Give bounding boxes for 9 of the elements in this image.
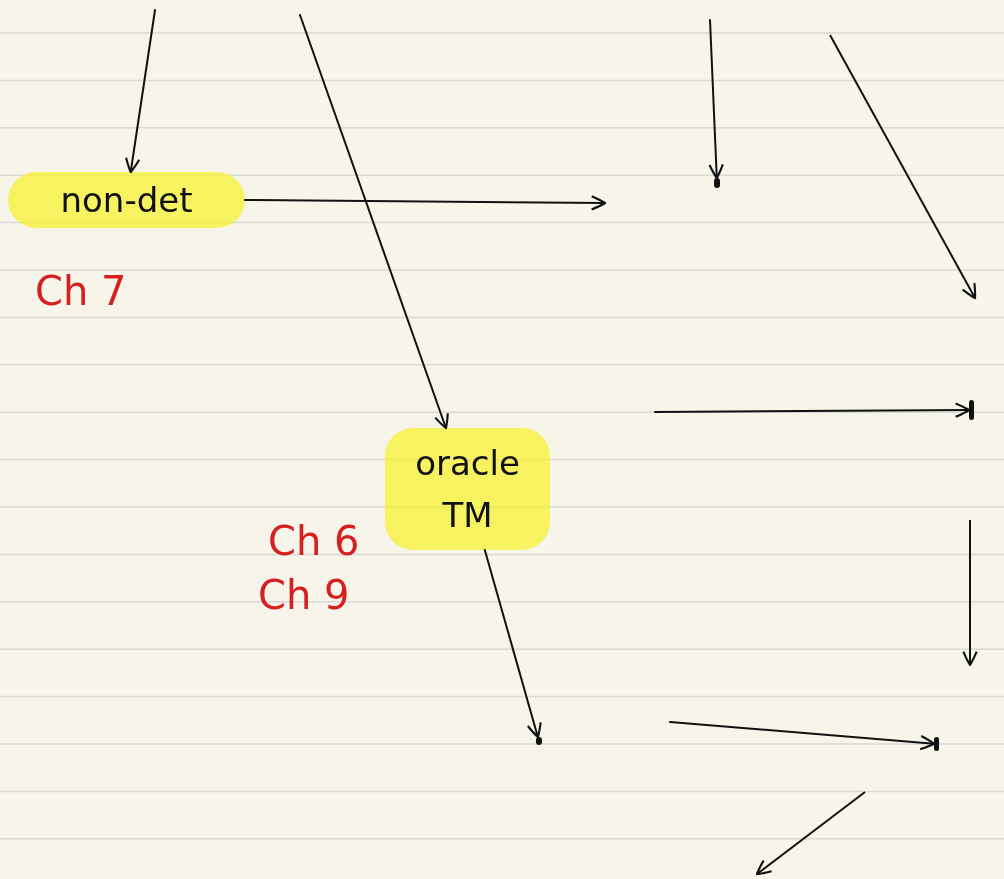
dot-mark — [536, 737, 542, 745]
annotation-text: Ch 6 — [268, 518, 360, 564]
dot-mark — [969, 400, 974, 420]
annotation-text: Ch 7 — [35, 268, 127, 314]
highlighted-text: oracle TM — [385, 428, 550, 550]
dot-mark — [934, 737, 939, 751]
dot-mark — [714, 178, 720, 188]
highlighted-text: non-det — [8, 172, 245, 228]
annotation-text: Ch 9 — [258, 572, 350, 618]
